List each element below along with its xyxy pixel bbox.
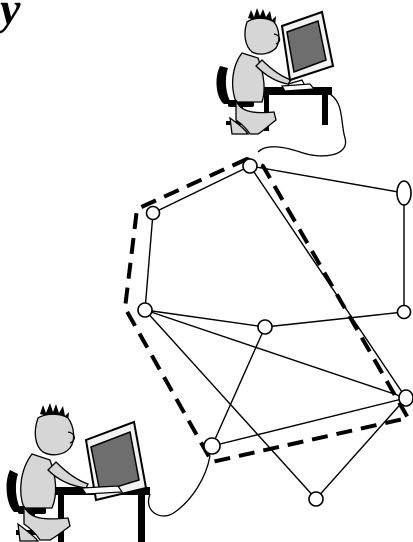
node-lower-left [203, 437, 221, 455]
monitor-icon [280, 10, 335, 91]
link-n-top-n-upper-right [249, 165, 405, 194]
heading-fragment: y [0, 0, 21, 34]
link-n-upper-left-n-mid-left [144, 212, 154, 311]
top-user-cable [257, 91, 347, 157]
keyboard-icon [280, 83, 316, 92]
user-bottom [6, 403, 150, 542]
link-n-mid-center-n-mid-right [264, 311, 405, 328]
node-right-lower [398, 389, 413, 407]
dashed-route [123, 157, 410, 464]
link-n-mid-left-n-right-lower [144, 309, 407, 399]
node-mid-left [137, 302, 153, 318]
link-n-bottom-n-right-lower [315, 397, 407, 500]
link-n-top-n-upper-left [152, 165, 251, 214]
person-icon [17, 403, 89, 542]
node-bottom [308, 491, 324, 507]
node-mid-center [257, 319, 273, 335]
link-n-lower-left-n-right-lower [211, 397, 407, 447]
desk-icon [262, 87, 332, 131]
person-icon [229, 8, 293, 135]
node-mid-right [396, 304, 412, 320]
monitor-icon [84, 420, 148, 502]
user-top [216, 8, 335, 135]
node-upper-right [396, 180, 412, 206]
node-upper-left [145, 205, 161, 221]
link-n-mid-center-n-lower-left [211, 326, 266, 447]
keyboard-icon [80, 485, 124, 495]
node-top [242, 158, 258, 174]
link-n-mid-left-n-mid-center [144, 309, 266, 328]
bottom-user-cable [147, 455, 211, 517]
network-nodes [137, 158, 413, 507]
